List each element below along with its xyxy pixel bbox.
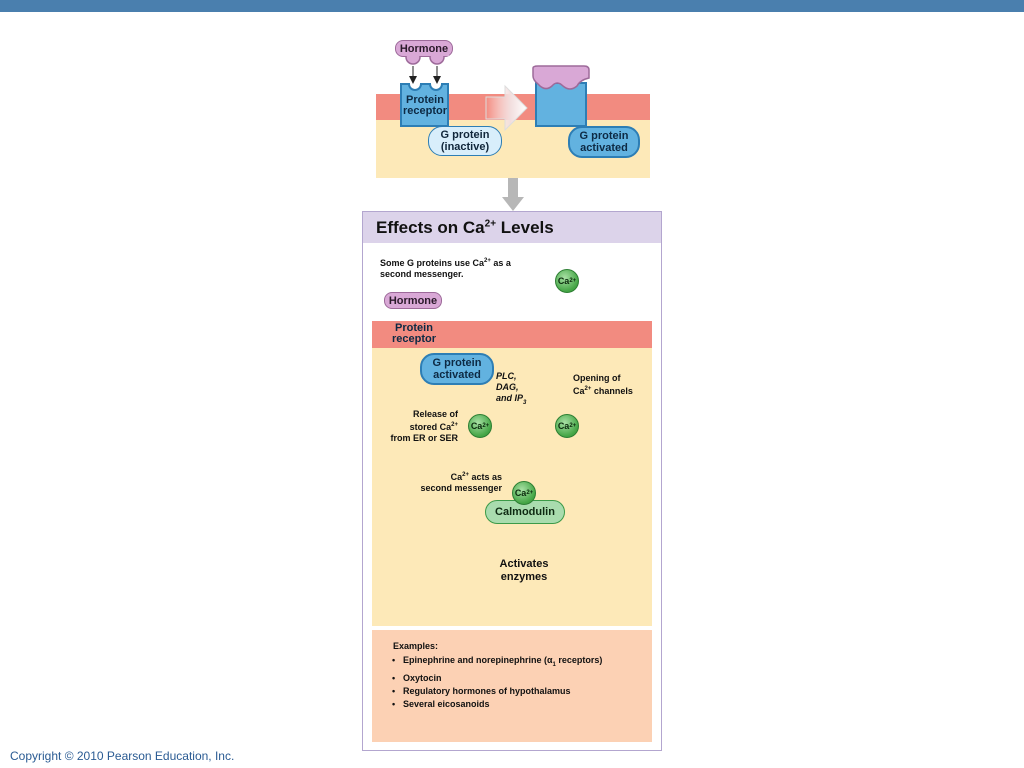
gprotein-activated-top: G protein activated [568,126,640,158]
opening-channels-label: Opening of Ca2+ channels [573,373,633,396]
example-item: Epinephrine and norepinephrine (α1 recep… [392,654,602,672]
top-receptor-label: Protein receptor [402,94,448,117]
main-receptor-label: Protein receptor [391,322,437,345]
effects-panel-header [363,212,661,243]
example-item: Several eicosanoids [392,698,602,711]
gprotein-inactive: G protein (inactive) [428,126,502,156]
bound-hormone-shape [532,65,590,90]
effects-panel-title: Effects on Ca2+ Levels [376,218,554,237]
examples-title: Examples: [393,641,439,651]
copyright-notice: Copyright © 2010 Pearson Education, Inc. [10,749,235,763]
plc-dag-ip3-label: PLC, DAG, and IP3 [496,371,527,406]
activation-arrow [485,84,528,132]
main-hormone: Hormone [384,292,442,309]
protein-receptor-shape [400,83,449,127]
ca-second-messenger-label: Ca2+ acts as second messenger [420,472,502,493]
main-cell-background [372,321,652,626]
activates-enzymes-label: Activates enzymes [499,558,549,583]
example-item: Regulatory hormones of hypothalamus [392,685,602,698]
examples-list: Epinephrine and norepinephrine (α1 recep… [392,654,602,711]
example-item: Oxytocin [392,672,602,685]
top-hormone: Hormone [395,40,453,57]
top-bar [0,0,1024,12]
main-cell-membrane [372,321,652,348]
activated-receptor-shape [535,82,587,127]
gprotein-activated-main: G protein activated [420,353,494,385]
intro-text: Some G proteins use Ca2+ as a second mes… [380,258,511,279]
release-stored-ca-label: Release of stored Ca2+ from ER or SER [390,409,458,443]
hormone-lobes [403,55,449,65]
panel-down-arrow [502,178,524,211]
